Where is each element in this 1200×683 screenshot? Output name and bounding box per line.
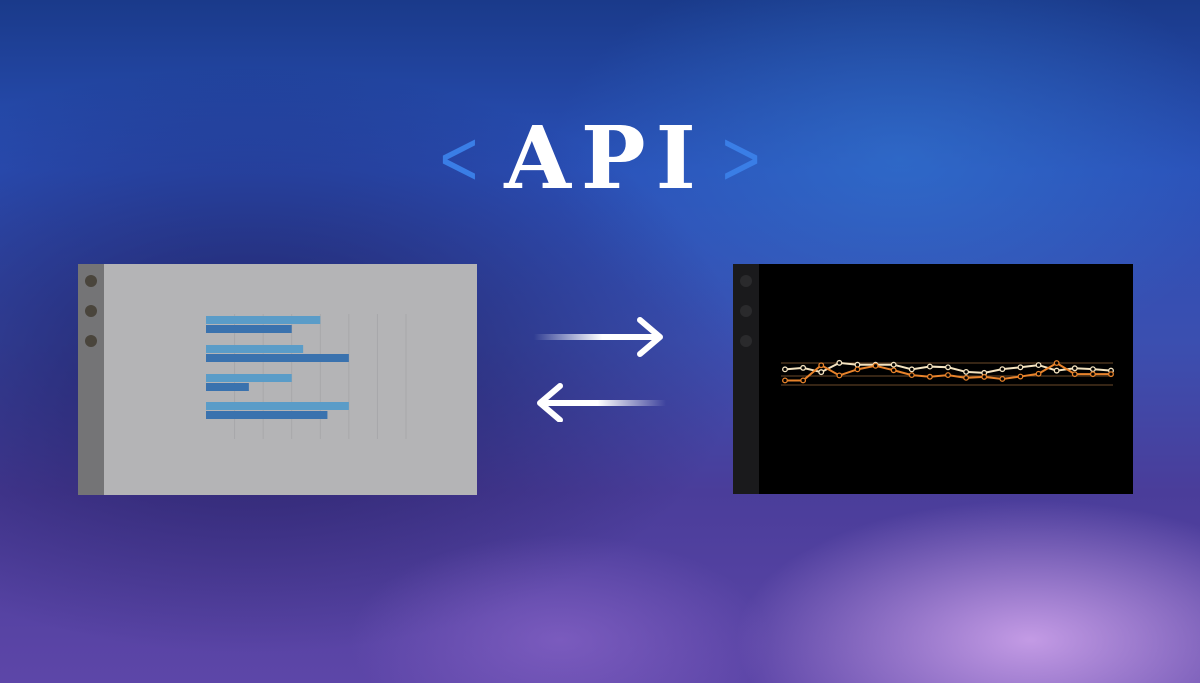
data-point [782,366,788,373]
api-title: < API > [430,107,770,209]
data-point [981,373,988,380]
data-point [782,377,788,384]
data-point [1017,364,1024,371]
bar [206,354,349,362]
data-point [926,363,933,370]
data-point [908,372,915,379]
api-exchange-arrows [534,317,666,422]
bar [206,411,328,419]
left-bracket-icon: < [439,113,479,203]
bar [206,374,292,382]
arrow-right-icon [534,317,663,357]
window-dot-icon [740,305,752,317]
data-point [963,368,970,375]
data-point [945,364,951,371]
data-point [945,372,951,379]
bar [206,402,349,410]
data-point [926,373,933,380]
data-point [908,366,915,373]
data-point [1089,371,1096,378]
data-point [854,366,861,373]
window-dot-icon [740,275,752,287]
data-point [1017,373,1024,380]
data-point [999,366,1006,373]
window-sidebar [78,264,104,495]
data-point [1089,366,1096,373]
data-point [1053,360,1060,366]
bar [206,325,292,333]
right-bracket-icon: > [721,113,761,203]
bar [206,345,304,353]
bar [206,383,249,391]
data-point [890,367,897,374]
data-point [872,362,879,369]
data-point [800,377,807,384]
data-point [1071,365,1078,372]
data-point [836,359,843,366]
arrow-left-icon [537,383,666,422]
data-point [1053,367,1060,374]
data-point [818,369,825,376]
data-point [854,361,861,368]
window-sidebar [733,264,759,494]
bar-chart-window [78,264,477,495]
bar-chart [206,314,407,439]
data-point [1108,371,1114,378]
data-point [1035,362,1042,369]
data-point [963,374,970,381]
line-chart [781,359,1114,386]
api-heading: API [504,107,706,209]
data-point [1071,371,1078,378]
window-dot-icon [85,275,97,287]
data-point [836,372,843,379]
line-chart-window [733,264,1133,494]
data-point [1035,370,1042,377]
data-point [999,376,1006,382]
data-point [818,362,825,369]
window-dot-icon [740,335,752,347]
window-dot-icon [85,305,97,317]
window-dot-icon [85,335,97,347]
data-point [800,364,807,371]
data-point [890,361,897,368]
bar [206,316,321,324]
